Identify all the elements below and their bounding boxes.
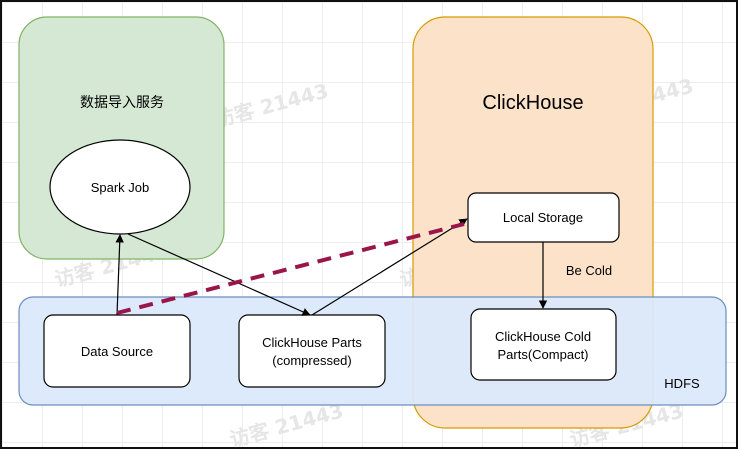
clickhouse-cold-parts-node[interactable]: [470, 308, 617, 381]
local-storage-label: Local Storage: [503, 210, 583, 225]
be-cold-edge-label: Be Cold: [566, 263, 612, 278]
clickhouse-cold-label-line1: ClickHouse Cold: [495, 329, 591, 344]
watermark-text: 访客 21443: [227, 398, 346, 451]
edge-parts-to-localstorage: [311, 218, 468, 316]
edge-sparkjob-to-parts: [127, 233, 311, 316]
clickhouse-parts-label-line2: (compressed): [272, 353, 351, 368]
clickhouse-title: ClickHouse: [482, 92, 583, 114]
watermark-text: 访客 21443: [212, 78, 331, 131]
clickhouse-cold-label-line2: Parts(Compact): [497, 347, 588, 362]
edge-datasource-to-sparkjob: [115, 234, 124, 316]
spark-job-label: Spark Job: [91, 180, 150, 195]
spark-job-node[interactable]: [49, 139, 191, 235]
clickhouse-parts-label-line1: ClickHouse Parts: [262, 335, 362, 350]
hdfs-title: HDFS: [664, 376, 700, 391]
clickhouse-parts-node[interactable]: [238, 314, 386, 388]
edge-dashed-datasource-to-localstorage: [116, 222, 465, 315]
import-service-title: 数据导入服务: [80, 94, 164, 110]
data-source-label: Data Source: [81, 344, 153, 359]
